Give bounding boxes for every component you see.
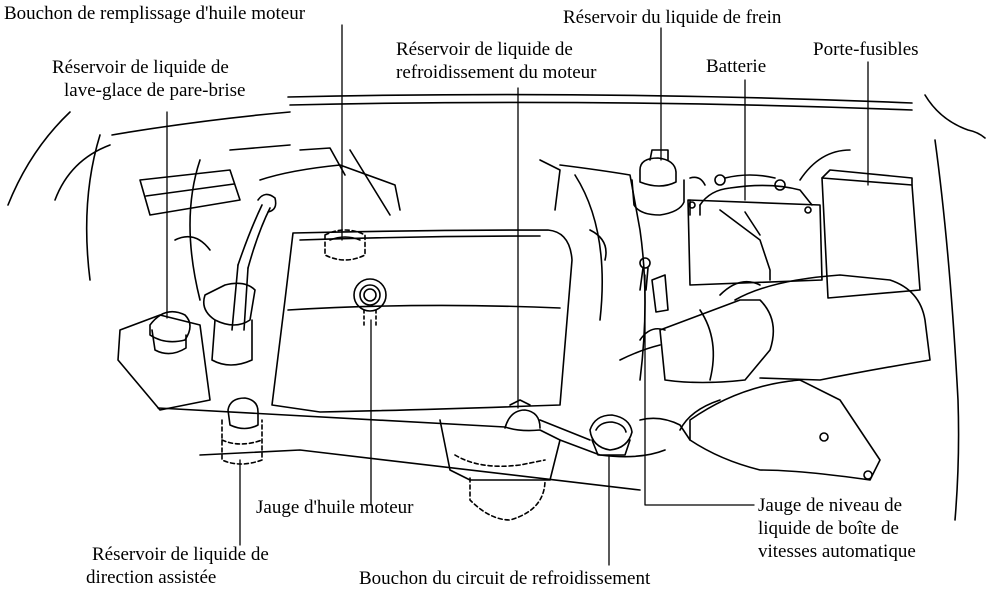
label-oil-filler-cap: Bouchon de remplissage d'huile moteur — [4, 3, 306, 24]
label-brake-reservoir: Réservoir du liquide de frein — [563, 7, 782, 28]
label-power-steering-line2: direction assistée — [86, 567, 217, 588]
label-battery: Batterie — [706, 56, 767, 77]
battery — [687, 174, 823, 286]
label-power-steering-line1: Réservoir de liquide de — [92, 544, 269, 565]
lower-right — [639, 379, 881, 481]
body-outline — [7, 93, 986, 521]
label-atf-dipstick-line2: liquide de boîte de — [758, 518, 899, 539]
label-washer-reservoir-line2: lave-glace de pare-brise — [64, 80, 246, 101]
radiator-cap — [589, 414, 633, 456]
label-washer-reservoir-line1: Réservoir de liquide de — [52, 57, 229, 78]
front-beam — [157, 399, 666, 521]
brake-reservoir — [631, 149, 706, 216]
left-structures — [139, 144, 401, 366]
label-coolant-reservoir-line2: refroidissement du moteur — [396, 62, 597, 83]
power-steering-reservoir — [221, 397, 263, 465]
label-radiator-cap: Bouchon du circuit de refroidissement — [359, 568, 651, 589]
washer-reservoir — [117, 310, 211, 411]
engine-cover — [271, 229, 573, 413]
label-atf-dipstick: Jauge de niveau de liquide de boîte de v… — [758, 494, 916, 563]
label-atf-dipstick-line3: vitesses automatique — [758, 541, 916, 562]
label-oil-dipstick: Jauge d'huile moteur — [256, 497, 414, 518]
label-coolant-reservoir: Réservoir de liquide de refroidissement … — [396, 38, 597, 84]
leader-lines — [166, 24, 869, 566]
label-power-steering-reservoir: Réservoir de liquide de direction assist… — [86, 543, 269, 589]
label-coolant-reservoir-line1: Réservoir de liquide de — [396, 39, 573, 60]
label-fuse-box: Porte-fusibles — [813, 39, 919, 60]
label-atf-dipstick-line1: Jauge de niveau de — [758, 495, 903, 516]
firewall — [539, 159, 669, 381]
fuse-box — [799, 149, 921, 299]
left-hoses — [231, 193, 277, 331]
label-washer-reservoir: Réservoir de liquide de lave-glace de pa… — [52, 56, 245, 102]
air-intake — [619, 274, 931, 384]
